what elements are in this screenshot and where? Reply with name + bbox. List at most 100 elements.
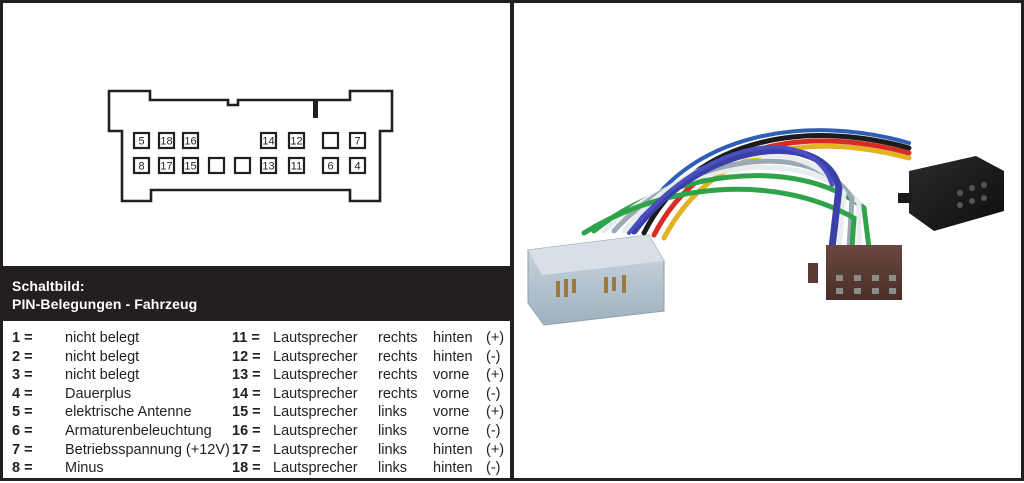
pin-type: Lautsprecher	[273, 422, 358, 439]
pin-side: links	[378, 404, 408, 421]
pin-description: Dauerplus	[65, 385, 132, 402]
pin-type: Lautsprecher	[273, 404, 358, 421]
pin-polarity: (+)	[486, 367, 505, 384]
panel-divider	[510, 0, 514, 481]
pin-number: 18 =	[232, 460, 261, 477]
pin-box	[348, 156, 367, 175]
pin-row-bottom: 8 17 15 13 11 6 4	[132, 156, 367, 175]
pin-box	[132, 131, 151, 150]
pin-number: 1 =	[12, 330, 33, 346]
pin-number: 2 =	[12, 348, 33, 365]
product-photo-panel	[514, 3, 1021, 478]
pin-box	[132, 156, 151, 175]
pin-box	[287, 131, 306, 150]
pin-polarity: (+)	[486, 330, 505, 346]
pin-box-label: 4	[354, 161, 360, 173]
pin-box	[259, 156, 278, 175]
pin-number: 7 =	[12, 441, 33, 458]
pin-position: vorne	[433, 385, 470, 402]
pin-box-label: 7	[354, 136, 360, 148]
pin-box-label: 12	[290, 136, 302, 148]
pin-description: nicht belegt	[65, 367, 140, 384]
pin-number: 15 =	[232, 404, 261, 421]
pin-box	[157, 156, 176, 175]
pin-description: nicht belegt	[65, 330, 140, 346]
pin-type: Lautsprecher	[273, 330, 358, 346]
pin-row: 3 = nicht belegt	[12, 366, 237, 385]
pin-box-label: 6	[327, 161, 333, 173]
pin-row: 13 = Lautsprecher rechts vorne (+)	[232, 366, 507, 385]
pin-box-label: 11	[291, 161, 302, 173]
pin-box	[259, 131, 278, 150]
pin-polarity: (-)	[486, 460, 501, 477]
pin-row: 8 =Minus	[12, 459, 237, 478]
pin-side: links	[378, 441, 408, 458]
schematic-header: Schaltbild: PIN-Belegungen - Fahrzeug	[3, 266, 510, 321]
pin-box-label: 13	[262, 161, 274, 173]
iso-power-connector	[898, 156, 1004, 231]
pin-polarity: (-)	[486, 348, 501, 365]
pin-number: 3 =	[12, 367, 33, 384]
pin-position: vorne	[433, 367, 470, 384]
pin-box	[181, 156, 200, 175]
pin-number: 13 =	[232, 367, 261, 384]
pin-number: 5 =	[12, 404, 33, 421]
pin-box	[348, 131, 367, 150]
pin-position: vorne	[433, 404, 470, 421]
pin-box-label: 18	[160, 136, 172, 148]
pin-box-label: 16	[184, 136, 196, 148]
pin-row: 15 = Lautsprecher links vorne (+)	[232, 403, 507, 422]
pin-position: hinten	[433, 441, 473, 458]
pin-box-label: 17	[160, 161, 172, 173]
pin-number: 12 =	[232, 348, 261, 365]
pin-type: Lautsprecher	[273, 367, 358, 384]
pin-type: Lautsprecher	[273, 441, 358, 458]
pin-row: 4 = Dauerplus	[12, 385, 237, 404]
pin-row: 6 =Armaturenbeleuchtung	[12, 422, 237, 441]
pin-row-top: 5 18 16 14 12 7	[132, 131, 367, 150]
pin-box-label: 14	[262, 136, 274, 148]
pin-description: Betriebsspannung (+12V)	[65, 441, 230, 458]
pin-description: nicht belegt	[65, 348, 140, 365]
pin-side: links	[378, 460, 408, 477]
pin-box-label: 15	[184, 161, 196, 173]
pin-polarity: (+)	[486, 404, 505, 421]
pin-box	[233, 156, 252, 175]
pin-row: 2 = nicht belegt	[12, 348, 237, 367]
pin-polarity: (-)	[486, 422, 501, 439]
pin-box	[181, 131, 200, 150]
pin-row: 7 = Betriebsspannung (+12V)	[12, 441, 237, 460]
connector-key-tab	[313, 100, 318, 118]
vehicle-connector	[527, 234, 665, 326]
pin-polarity: (-)	[486, 385, 501, 402]
pin-side: rechts	[378, 348, 418, 365]
header-subtitle: PIN-Belegungen - Fahrzeug	[12, 296, 198, 312]
pin-side: rechts	[378, 367, 418, 384]
pin-side: rechts	[378, 330, 418, 346]
pin-side: rechts	[378, 385, 418, 402]
pin-box-label: 8	[138, 161, 144, 173]
pin-type: Lautsprecher	[273, 460, 358, 477]
pin-row: 14 = Lautsprecher rechts vorne (-)	[232, 385, 507, 404]
pin-diagram-panel: 5 18 16 14 12 7 8 17 15 13 11 6 4 Schaltbild: PIN-B…	[3, 3, 510, 478]
pin-side: links	[378, 422, 408, 439]
speaker-wire-bundle	[581, 145, 872, 252]
pin-number: 11 =	[232, 330, 260, 346]
connector-diagram: 5 18 16 14 12 7 8 17 15 13 11 6 4	[107, 89, 394, 203]
pin-list-left: 1 = nicht belegt 2 = nicht belegt 3 = nicht…	[12, 329, 237, 478]
pin-number: 14 =	[232, 385, 261, 402]
pin-number: 4 =	[12, 385, 33, 402]
pin-number: 6 =	[12, 422, 33, 439]
pin-number: 8 =	[12, 460, 33, 477]
pin-box	[321, 156, 340, 175]
pin-number: 16 =	[232, 422, 261, 439]
pin-type: Lautsprecher	[273, 385, 358, 402]
pin-row: 5 =elektrische Antenne	[12, 403, 237, 422]
pin-box-label: 5	[138, 136, 144, 148]
iso-speaker-connector	[808, 245, 902, 300]
